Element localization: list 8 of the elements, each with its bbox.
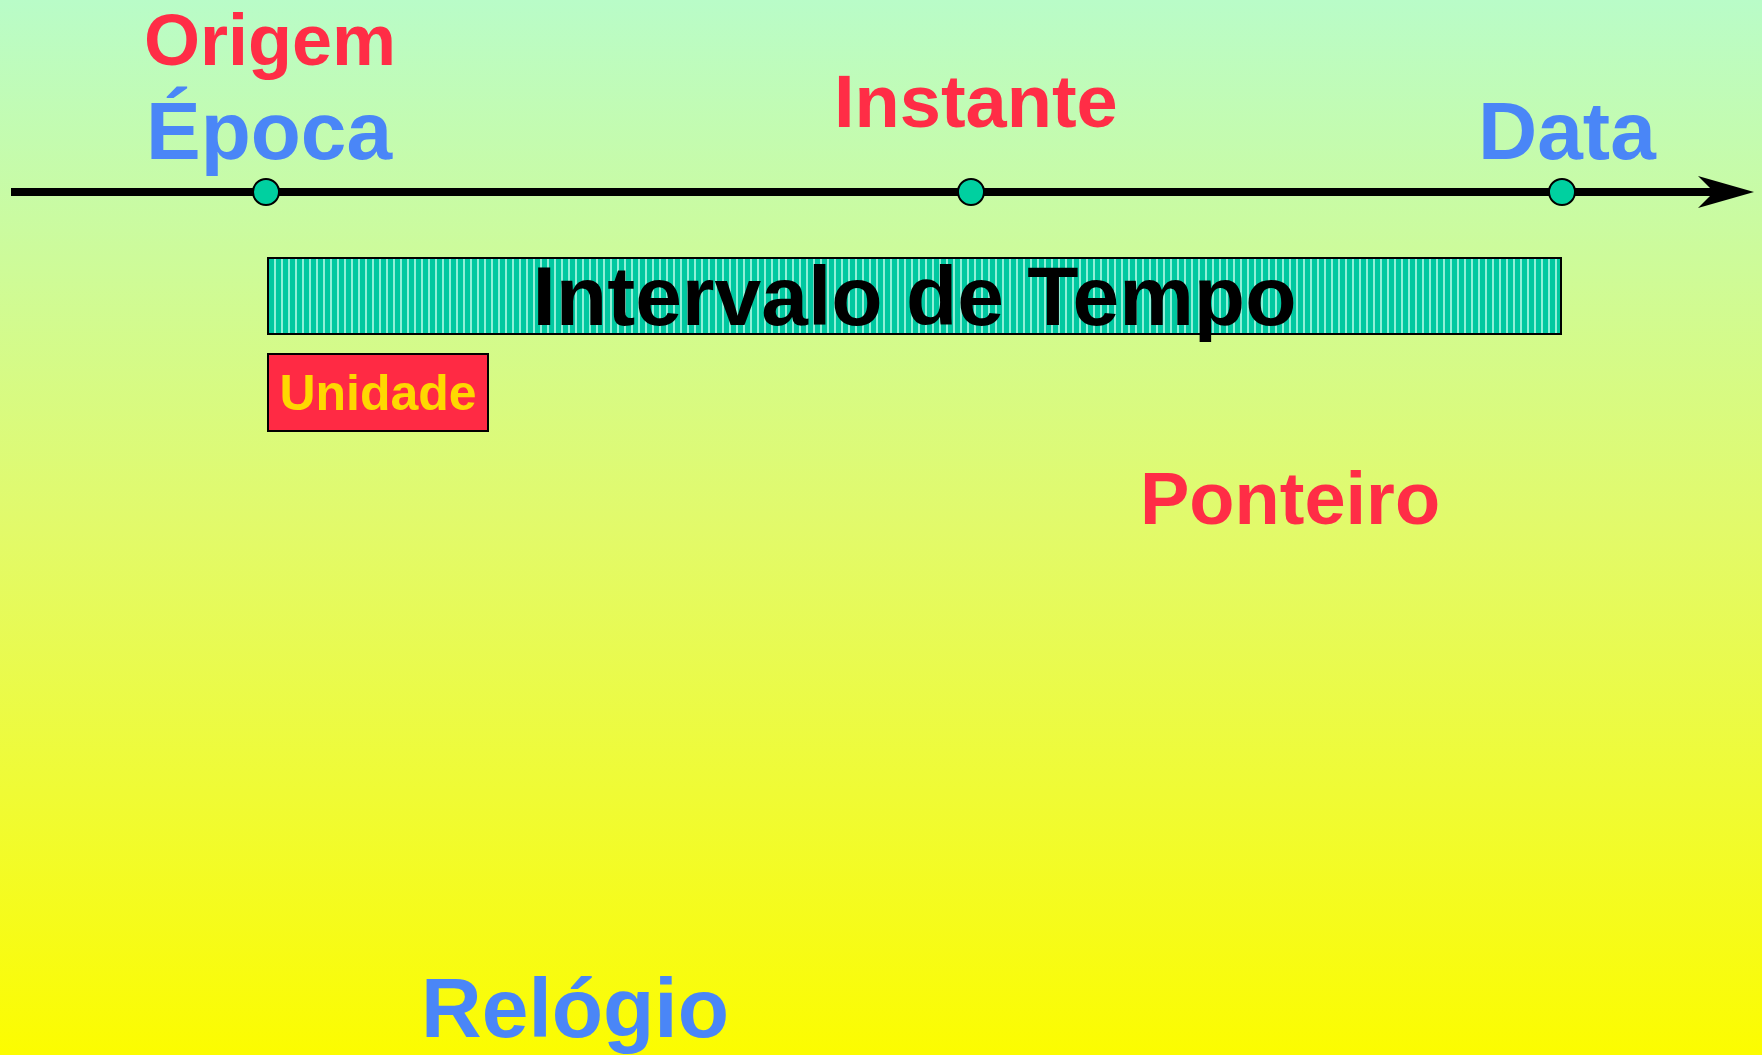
instant-label: Instante	[834, 65, 1118, 139]
timeline-point	[1548, 178, 1576, 206]
timeline-point	[957, 178, 985, 206]
timeline-point	[252, 178, 280, 206]
date-label: Data	[1478, 90, 1656, 172]
pointer-label: Ponteiro	[1140, 462, 1441, 536]
unit-box	[267, 353, 489, 432]
box-text: Unidade	[279, 367, 477, 418]
